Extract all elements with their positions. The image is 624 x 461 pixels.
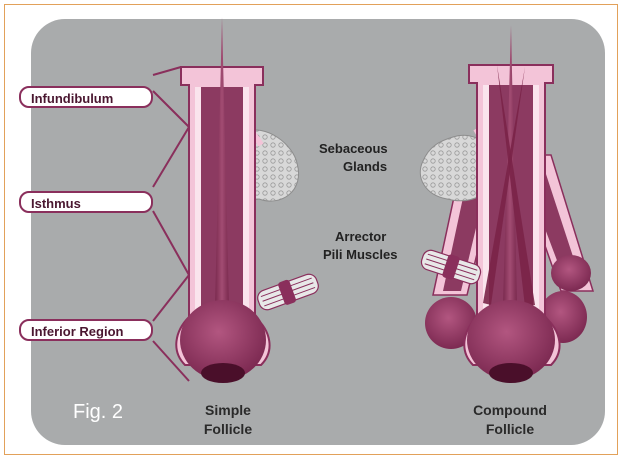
caption-compound-follicle: Compound Follicle [455, 401, 565, 439]
arrector-label-line1: Arrector [335, 229, 386, 244]
caption-simple-follicle: Simple Follicle [183, 401, 273, 439]
caption-compound-line1: Compound [455, 401, 565, 420]
caption-simple-line1: Simple [183, 401, 273, 420]
label-isthmus: Isthmus [19, 191, 153, 213]
arrector-label-line2: Pili Muscles [323, 247, 397, 262]
figure-frame: Infundibulum Isthmus Inferior Region Seb… [4, 4, 618, 455]
figure-label: Fig. 2 [73, 401, 123, 424]
caption-simple-line2: Follicle [183, 420, 273, 439]
label-infundibulum: Infundibulum [19, 86, 153, 108]
caption-compound-line2: Follicle [455, 420, 565, 439]
sebaceous-label-line2: Glands [343, 159, 387, 174]
sebaceous-label-line1: Sebaceous [319, 141, 388, 156]
follicle-diagram [5, 5, 619, 456]
label-inferior-region: Inferior Region [19, 319, 153, 341]
